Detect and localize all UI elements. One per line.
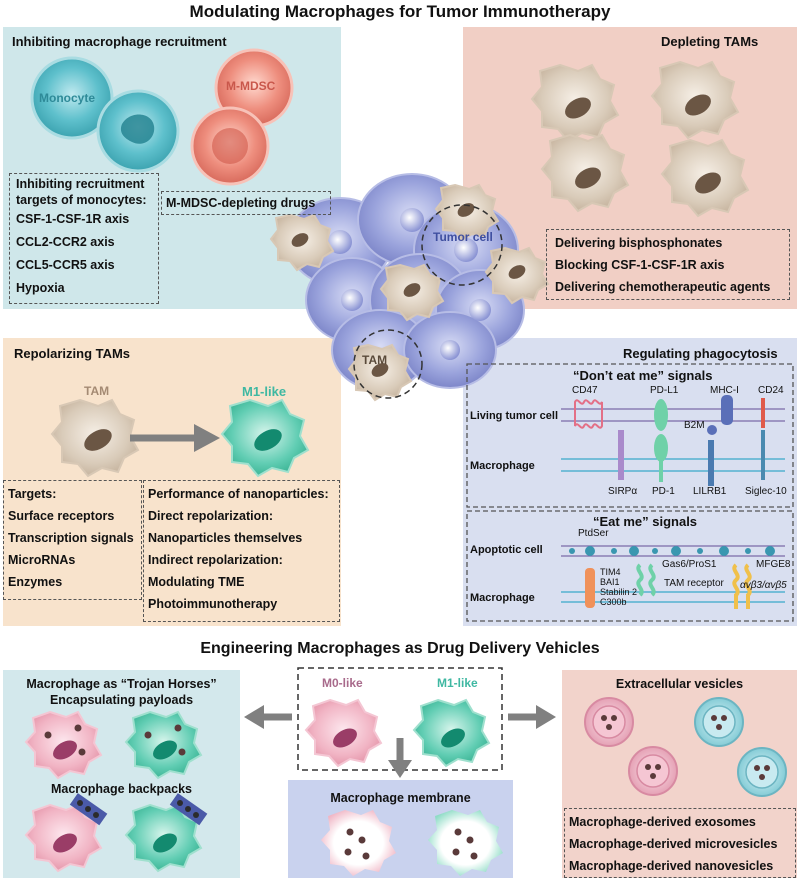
dont-macrophage-label: Macrophage (470, 460, 535, 472)
repol-performance-box: Performance of nanoparticles: Direct rep… (143, 480, 340, 622)
repol-target: MicroRNAs (8, 553, 76, 567)
phagocytosis-title: Regulating phagocytosis (623, 346, 778, 361)
recruitment-target: Inhibiting recruitment (16, 177, 145, 191)
lilrb1-label: LILRB1 (693, 486, 727, 497)
living-cell-label: Living tumor cell (470, 410, 559, 422)
repol-performance: Modulating TME (148, 575, 245, 589)
recruitment-title: Inhibiting macrophage recruitment (12, 34, 227, 49)
depleting-item: Delivering bisphosphonates (555, 236, 723, 250)
mhc-label: MHC-I (710, 385, 739, 396)
mdsc-drugs-box: M-MDSC-depleting drugs (161, 191, 331, 215)
repol-target: Transcription signals (8, 531, 134, 545)
cd24-label: CD24 (758, 385, 784, 396)
eat-heading: “Eat me” signals (593, 514, 698, 529)
tumor-cell-label: Tumor cell (433, 230, 493, 244)
depleting-item: Delivering chemotherapeutic agents (555, 280, 771, 294)
integrin-label: αvβ3/αvβ5 (740, 580, 787, 591)
dont-eat-heading: “Don’t eat me” signals (573, 368, 713, 383)
pdl1-label: PD-L1 (650, 385, 679, 396)
trojan-title-line1: Macrophage as “Trojan Horses” (26, 677, 217, 691)
repol-target: Surface receptors (8, 509, 115, 523)
repol-performance: Photoimmunotherapy (148, 597, 278, 611)
repol-performance: Direct repolarization: (148, 509, 274, 523)
eat-macrophage-label: Macrophage (470, 592, 535, 604)
cd47-label: CD47 (572, 385, 598, 396)
ptdser-label: PtdSer (578, 528, 609, 539)
repol-m1-label: M1-like (242, 384, 287, 399)
membrane-title: Macrophage membrane (330, 791, 471, 805)
c300b-label: C300b (600, 597, 627, 607)
vesicle-item: Macrophage-derived nanovesicles (569, 859, 774, 873)
repolarizing-title: Repolarizing TAMs (14, 346, 131, 361)
recruitment-target: targets of monocytes: (16, 193, 147, 207)
vesicles-box: Macrophage-derived exosomes Macrophage-d… (564, 808, 796, 878)
depleting-item: Blocking CSF-1-CSF-1R axis (555, 258, 725, 272)
recruitment-target: CCL2-CCR2 axis (16, 235, 115, 249)
engineering-title: Engineering Macrophages as Drug Delivery… (200, 640, 600, 657)
apoptotic-label: Apoptotic cell (470, 544, 543, 556)
pd1-label: PD-1 (652, 486, 675, 497)
sirpa-label: SIRPα (608, 486, 638, 497)
repol-target: Enzymes (8, 575, 63, 589)
repol-performance: Nanoparticles themselves (148, 531, 303, 545)
center-tam-label: TAM (362, 353, 388, 367)
vesicle-item: Macrophage-derived microvesicles (569, 837, 778, 851)
bai1-label: BAI1 (600, 577, 620, 587)
depleting-box: Delivering bisphosphonates Blocking CSF-… (546, 229, 790, 300)
mfge8-label: MFGE8 (756, 559, 791, 570)
recruitment-targets-box: Inhibiting recruitment targets of monocy… (9, 173, 159, 304)
depleting-title: Depleting TAMs (661, 34, 759, 49)
mdsc-label: M-MDSC (226, 79, 276, 93)
main-title: Modulating Macrophages for Tumor Immunot… (189, 2, 611, 21)
siglec-label: Siglec-10 (745, 486, 787, 497)
m0-label: M0-like (322, 676, 363, 690)
recruitment-target: CCL5-CCR5 axis (16, 258, 115, 272)
gas6-label: Gas6/ProS1 (662, 559, 717, 570)
vesicles-title: Extracellular vesicles (615, 677, 744, 691)
vesicle-item: Macrophage-derived exosomes (569, 815, 756, 829)
b2m-label: B2M (684, 420, 705, 431)
recruitment-target: Hypoxia (16, 281, 65, 295)
repol-performance: Performance of nanoparticles: (148, 487, 329, 501)
monocyte-label: Monocyte (39, 91, 96, 105)
tam-receptor-label: TAM receptor (664, 578, 724, 589)
backpacks-title: Macrophage backpacks (50, 782, 193, 796)
repol-target: Targets: (8, 487, 57, 501)
repol-targets-box: Targets: Surface receptors Transcription… (3, 480, 142, 600)
repol-tam-label: TAM (84, 384, 110, 398)
stabilin-label: Stabilin 2 (600, 587, 638, 597)
tim4-label: TIM4 (600, 567, 621, 577)
trojan-title-line2: Encapsulating payloads (49, 693, 194, 707)
mdsc-drugs: M-MDSC-depleting drugs (166, 196, 316, 210)
m1-engineering-label: M1-like (437, 676, 478, 690)
recruitment-target: CSF-1-CSF-1R axis (16, 212, 130, 226)
repol-performance: Indirect repolarization: (148, 553, 283, 567)
